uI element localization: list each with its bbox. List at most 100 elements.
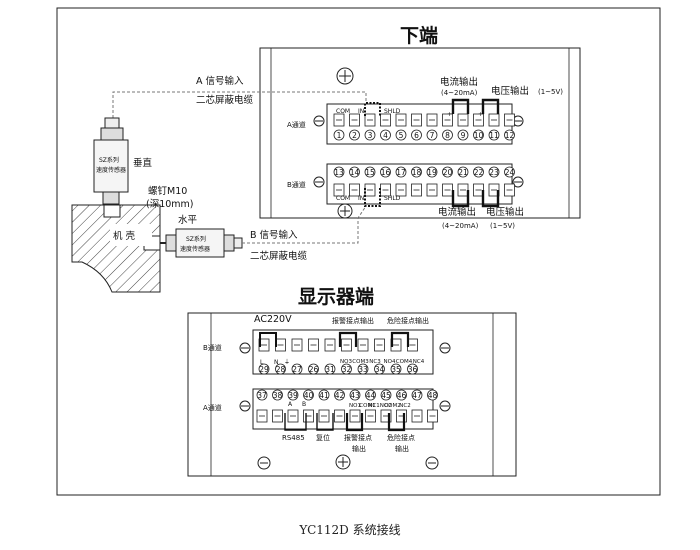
display-bottom-terminal-number-ring	[256, 389, 268, 401]
lower-top-terminal-number: 3	[368, 131, 373, 140]
earth-icon: ⏚	[284, 359, 290, 366]
display-bottom-terminal-number-ring	[427, 389, 438, 401]
lower-bottom-screw-terminal	[349, 183, 360, 197]
n-terminal-label: N	[274, 359, 279, 366]
machine-label: 机 壳	[113, 230, 136, 242]
lower-bottom-terminal-number-ring	[380, 166, 391, 178]
lower-top-terminal-number: 2	[352, 131, 357, 140]
screw-icon	[336, 67, 354, 85]
display-top-terminal-number-ring	[308, 363, 319, 375]
lower-bottom-terminal-number: 15	[365, 168, 375, 177]
display-top-screw-terminal	[291, 338, 303, 352]
vertical-sensor-body-1: SZ系列	[99, 156, 119, 164]
lower-top-screw-terminal	[488, 113, 500, 127]
lower-top-terminal-number-ring	[380, 129, 391, 141]
lower-bottom-terminal-number-ring	[364, 166, 376, 178]
l-terminal-label: L	[260, 359, 264, 366]
display-top-terminal-number: 28	[276, 365, 286, 374]
display-bottom-terminal-number: 48	[428, 391, 438, 400]
reset-label: 复位	[316, 433, 330, 442]
display-top-terminal-number-ring	[374, 363, 385, 375]
display-top-terminal-number: 31	[325, 365, 335, 374]
figure-caption: YC112D 系统接线	[299, 523, 401, 537]
display-top-terminal-number-ring	[275, 363, 286, 375]
screw-icon	[512, 176, 524, 188]
vertical-label: 垂直	[133, 157, 153, 169]
rs485-b-label: B	[302, 401, 306, 408]
screw-icon	[313, 115, 325, 127]
horizontal-label: 水平	[178, 214, 198, 226]
screw-icon	[439, 342, 451, 354]
voltage-range-label-b: (1~5V)	[490, 222, 515, 230]
display-top-pin-label: NC4	[413, 359, 425, 365]
display-top-terminal-number: 26	[309, 365, 319, 374]
display-bottom-terminal-number-ring	[411, 389, 423, 401]
lower-top-screw-terminal	[395, 113, 407, 127]
lower-bottom-terminal-number-ring	[426, 166, 438, 178]
alarm-output-bottom-2: 输出	[352, 444, 366, 453]
display-bottom-terminal-number-ring	[303, 389, 314, 401]
display-top-terminal-number-ring	[407, 363, 418, 375]
display-bottom-terminal-number-ring	[287, 389, 299, 401]
b-cable-label: 二芯屏蔽电缆	[250, 250, 308, 262]
display-bottom-terminal-number: 37	[257, 391, 267, 400]
display-bottom-terminal-strip	[252, 388, 434, 430]
display-top-pin-label: NO4	[384, 359, 396, 365]
display-bottom-pin-label: COM2	[384, 403, 400, 409]
lower-top-terminal-number-ring	[457, 129, 469, 141]
b-signal-input-label: B 信号输入	[250, 229, 298, 241]
display-top-terminal-strip	[252, 329, 434, 375]
display-bottom-screw-terminal	[303, 409, 314, 423]
display-bottom-pin-label: NC1NO2	[368, 403, 391, 409]
display-bottom-screw-terminal	[349, 409, 361, 423]
lower-top-terminal-number: 6	[414, 131, 419, 140]
lower-bottom-screw-terminal	[364, 183, 376, 197]
horizontal-sensor-body-2: 速度传感器	[180, 245, 210, 253]
display-bottom-screw-terminal	[272, 409, 283, 423]
display-bottom-terminal-number-ring	[272, 389, 283, 401]
lower-top-terminal-number: 8	[445, 131, 450, 140]
lower-bottom-terminal-number-ring	[473, 166, 484, 178]
display-top-terminal-number-ring	[357, 363, 369, 375]
display-top-screw-terminal	[374, 338, 385, 352]
display-panel-box	[187, 312, 517, 477]
voltage-output-label-b: 电压输出	[486, 206, 524, 218]
lower-bottom-terminal-number: 14	[350, 168, 360, 177]
lower-bottom-terminal-number-ring	[411, 166, 422, 178]
lower-bottom-terminal-number-ring	[395, 166, 407, 178]
lower-top-terminal-number-ring	[395, 129, 407, 141]
voltage-range-label-a: (1~5V)	[538, 88, 563, 96]
lower-top-screw-terminal	[333, 113, 345, 127]
voltage-output-label-a: 电压输出	[491, 85, 529, 97]
display-bottom-terminal-number: 47	[412, 391, 422, 400]
lower-bottom-screw-terminal	[457, 183, 469, 197]
lower-bottom-terminal-number-ring	[349, 166, 360, 178]
lower-bottom-terminal-number: 17	[396, 168, 406, 177]
lower-bottom-terminal-number-ring	[457, 166, 469, 178]
lower-top-terminal-number: 4	[383, 131, 388, 140]
lower-top-terminal-number-ring	[442, 129, 453, 141]
lower-top-terminal-number: 5	[399, 131, 404, 140]
display-bottom-terminal-number: 41	[319, 391, 329, 400]
display-bottom-screw-terminal	[318, 409, 330, 423]
display-top-terminal-number: 34	[375, 365, 385, 374]
lower-bottom-terminal-number: 16	[381, 168, 391, 177]
lower-bottom-terminal-number: 23	[489, 168, 499, 177]
lower-shld-label-b: SHLD	[384, 195, 401, 202]
lower-bottom-screw-terminal	[426, 183, 438, 197]
lower-plus-sign: +	[447, 111, 452, 118]
lower-top-terminal-number: 1	[337, 131, 342, 140]
lower-top-screw-terminal	[426, 113, 438, 127]
screw-label: 螺钉M10	[148, 186, 187, 197]
vertical-sensor-body-2: 速度传感器	[96, 166, 126, 174]
display-top-screw-terminal	[308, 338, 319, 352]
display-top-terminal-number: 35	[391, 365, 401, 374]
lower-top-screw-terminal	[364, 113, 376, 127]
display-top-terminal-number: 33	[358, 365, 368, 374]
lower-bottom-terminal-number-ring	[442, 166, 453, 178]
display-top-terminal-number-ring	[258, 363, 270, 375]
lower-top-terminal-number: 9	[461, 131, 466, 140]
screw-icon	[239, 400, 251, 412]
lower-top-screw-terminal	[349, 113, 360, 127]
lower-bottom-screw-terminal	[504, 183, 515, 197]
